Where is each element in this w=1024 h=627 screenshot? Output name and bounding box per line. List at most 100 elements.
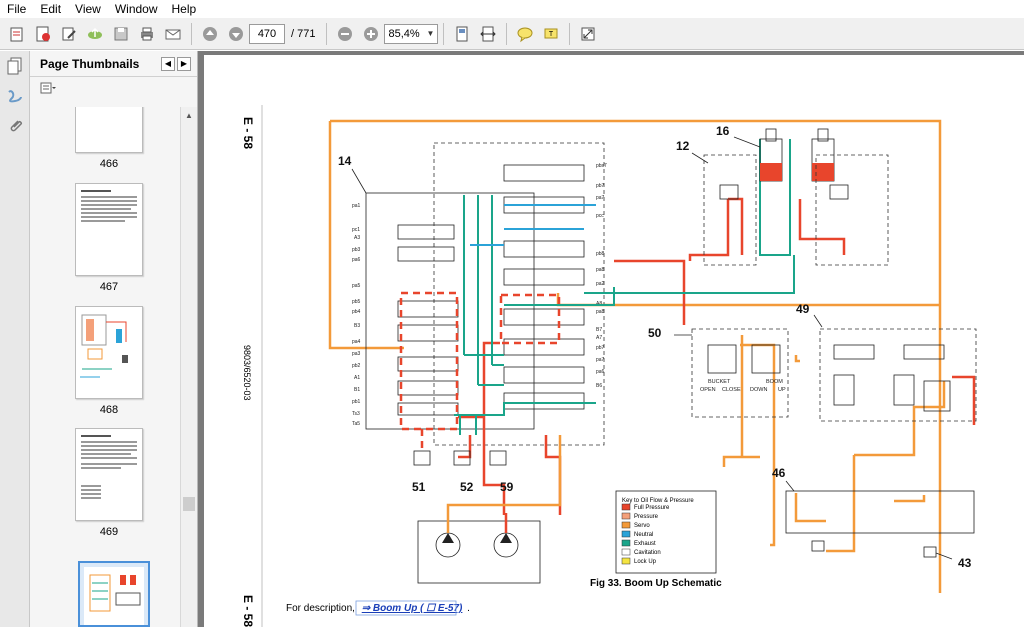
save-icon[interactable]: [109, 22, 133, 46]
svg-text:pb2: pb2: [352, 363, 361, 369]
expand-panel-icon[interactable]: ▶: [177, 56, 191, 71]
zoom-out-icon[interactable]: [333, 22, 357, 46]
thumbnail-options: [30, 77, 197, 99]
menu-file[interactable]: File: [7, 2, 27, 16]
document-viewport: .orange { stroke:#f39a3a; stroke-width:2…: [198, 51, 1024, 627]
options-menu-icon[interactable]: [40, 80, 62, 96]
zoom-select[interactable]: 85,4% ▼: [384, 23, 439, 44]
create-pdf-icon[interactable]: [31, 22, 55, 46]
svg-text:OPEN: OPEN: [700, 387, 716, 393]
full-pressure-line: [952, 375, 976, 425]
exhaust-line: [459, 415, 477, 435]
toolbar-separator: [326, 22, 328, 45]
previous-page-icon[interactable]: [198, 22, 222, 46]
description-text: For description, ⇒ Boom Up ( ☐ E-57) .: [286, 603, 470, 614]
thumbnail-selected-page[interactable]: [78, 561, 150, 627]
callout-50: 50: [648, 326, 662, 340]
servo-line: [826, 455, 856, 553]
page-header-bottom: E - 58: [241, 595, 255, 627]
svg-text:pa8: pa8: [596, 309, 605, 315]
legend-swatch: [621, 548, 631, 556]
edit-icon[interactable]: [57, 22, 81, 46]
thumbnail-label: 468: [99, 404, 119, 416]
legend-swatch: [621, 539, 631, 547]
boom-cylinder-right-pressure: [812, 163, 834, 181]
servo-line: [794, 493, 826, 523]
open-icon[interactable]: [5, 22, 29, 46]
scrollbar-thumb[interactable]: [183, 497, 195, 511]
svg-text:pc1: pc1: [352, 227, 360, 233]
boom-up-link[interactable]: ⇒ Boom Up ( ☐ E-57): [362, 603, 463, 614]
legend-label: Lock Up: [634, 559, 657, 565]
thumbnail-page[interactable]: [75, 107, 143, 153]
svg-text:B6: B6: [596, 383, 602, 389]
servo-line: [794, 355, 800, 363]
valve-51: [413, 450, 431, 466]
full-pressure-line: [798, 199, 846, 255]
thumbnail-scrollbar[interactable]: ▲: [180, 107, 197, 627]
zoom-value: 85,4%: [388, 27, 420, 40]
neutral-line: [504, 204, 596, 230]
svg-text:pb4: pb4: [352, 309, 361, 315]
print-icon[interactable]: [135, 22, 159, 46]
servo-line: [740, 343, 776, 547]
callout-14: 14: [338, 154, 352, 168]
fit-page-icon[interactable]: [450, 22, 474, 46]
svg-text:pa6: pa6: [596, 369, 605, 375]
boom-section-outline: [399, 291, 459, 431]
svg-text:Ts3: Ts3: [352, 411, 360, 417]
servo-line: [894, 495, 926, 503]
menu-window[interactable]: Window: [114, 2, 158, 16]
valve-59: [489, 450, 507, 466]
fullscreen-icon[interactable]: [576, 22, 600, 46]
svg-text:A7: A7: [596, 335, 602, 341]
highlight-icon[interactable]: T: [539, 22, 563, 46]
fit-width-icon[interactable]: [476, 22, 500, 46]
collapse-panel-icon[interactable]: ◀: [161, 56, 175, 71]
svg-text:A1: A1: [354, 375, 360, 381]
legend-swatch: [621, 512, 631, 520]
schematic-drawing: .orange { stroke:#f39a3a; stroke-width:2…: [241, 105, 977, 627]
email-icon[interactable]: [161, 22, 185, 46]
chevron-down-icon: ▼: [426, 29, 435, 38]
servo-line: [446, 435, 562, 533]
thumbnail-label: 469: [99, 526, 119, 538]
svg-text:B7: B7: [596, 327, 602, 333]
menu-help[interactable]: Help: [171, 2, 197, 16]
thumbnail-label: 466: [99, 158, 119, 170]
callout-12: 12: [676, 139, 690, 153]
zoom-in-icon[interactable]: [359, 22, 383, 46]
servo-line: [722, 335, 760, 467]
svg-text:pa3: pa3: [352, 351, 361, 357]
signatures-icon[interactable]: [0, 81, 30, 111]
callout-16: 16: [716, 124, 730, 138]
legend-label: Pressure: [634, 514, 659, 520]
page-thumbnails-icon[interactable]: [0, 51, 30, 81]
svg-text:UP: UP: [778, 387, 786, 393]
menu-view[interactable]: View: [75, 2, 101, 16]
svg-text:BUCKET: BUCKET: [708, 379, 731, 385]
toolbar-separator: [506, 22, 508, 45]
legend-swatch: [621, 503, 631, 511]
svg-text:pbs7: pbs7: [596, 163, 607, 169]
attachments-icon[interactable]: [0, 111, 30, 141]
thumbnail-label: 467: [99, 281, 119, 293]
page-number-input[interactable]: [249, 23, 285, 44]
callout-46: 46: [772, 466, 786, 480]
next-page-icon[interactable]: [224, 22, 248, 46]
legend-box: [615, 490, 717, 574]
scroll-up-icon[interactable]: ▲: [185, 110, 193, 120]
servo-valve-49: [819, 328, 977, 422]
thumbnail-page[interactable]: [75, 428, 143, 521]
thumbnail-schematic-preview: [84, 567, 144, 625]
boom-section-outline: [499, 293, 561, 345]
page-header-top: E - 58: [241, 117, 255, 149]
thumbnail-page[interactable]: [75, 183, 143, 276]
legend-swatch: [621, 530, 631, 538]
comment-icon[interactable]: [513, 22, 537, 46]
thumbnail-page[interactable]: [75, 306, 143, 399]
upload-icon[interactable]: [83, 22, 107, 46]
menu-edit[interactable]: Edit: [40, 2, 62, 16]
svg-text:pa5: pa5: [352, 283, 361, 289]
legend-label: Exhaust: [634, 541, 656, 547]
